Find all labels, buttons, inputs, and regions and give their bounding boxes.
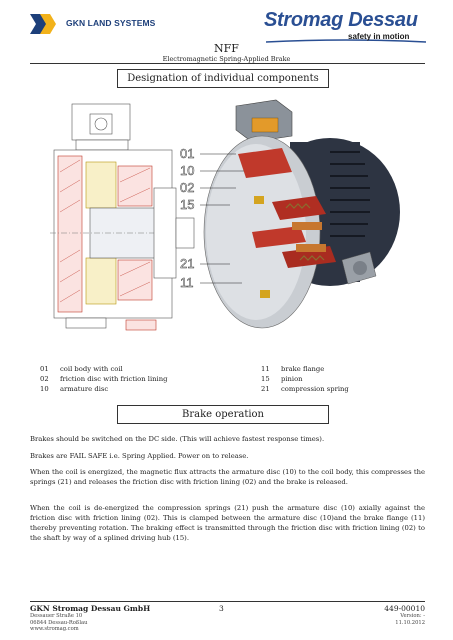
paragraph-dc-switching: Brakes should be switched on the DC side…: [30, 435, 325, 443]
cross-section-drawing: [50, 103, 195, 331]
stromag-swoosh-icon: [265, 30, 427, 43]
paragraph-energized: When the coil is energized, the magnetic…: [30, 468, 425, 486]
callout-15: 15: [180, 197, 194, 212]
callout-10: 10: [180, 163, 194, 178]
cutaway-render: [203, 99, 400, 329]
gkn-land-systems-label: GKN LAND SYSTEMS: [66, 18, 156, 28]
document-subtitle: Electromagnetic Spring-Applied Brake: [162, 55, 291, 63]
callout-01: 01: [180, 146, 194, 161]
footer-company-block: GKN Stromag Dessau GmbH Dessauer Straße …: [30, 604, 150, 633]
footer-company: GKN Stromag Dessau GmbH: [30, 604, 151, 613]
brake-illustration: 01 10 02 15 21 11: [30, 92, 425, 352]
callout-02: 02: [180, 180, 194, 195]
footer-doc-block: 449-00010 Version: - 11.10.2012: [384, 604, 425, 626]
doc-number: 449-00010: [384, 604, 425, 613]
section-heading-components: Designation of individual components: [117, 69, 329, 88]
tagline: safety in motion: [348, 32, 410, 41]
section-heading-brake-operation: Brake operation: [117, 405, 329, 424]
gkn-logo: [28, 11, 60, 37]
stromag-brand: Stromag Dessau: [264, 9, 418, 31]
header-divider: [30, 63, 425, 64]
footer-address-city: 06844 Dessau-Roßlau: [30, 619, 88, 626]
document-title: NFF: [214, 42, 239, 55]
doc-date: 11.10.2012: [395, 619, 425, 626]
footer-website-link[interactable]: www.stromag.com: [30, 626, 79, 632]
callout-21: 21: [180, 256, 194, 271]
page-number: 3: [219, 604, 224, 613]
footer-divider: [30, 601, 425, 602]
callout-11: 11: [180, 275, 194, 290]
footer-address-street: Dessauer Straße 10: [30, 613, 83, 619]
doc-version: Version: -: [400, 613, 425, 619]
paragraph-fail-safe: Brakes are FAIL SAFE i.e. Spring Applied…: [30, 452, 249, 460]
paragraph-de-energized: When the coil is de-energized the compre…: [30, 504, 425, 542]
